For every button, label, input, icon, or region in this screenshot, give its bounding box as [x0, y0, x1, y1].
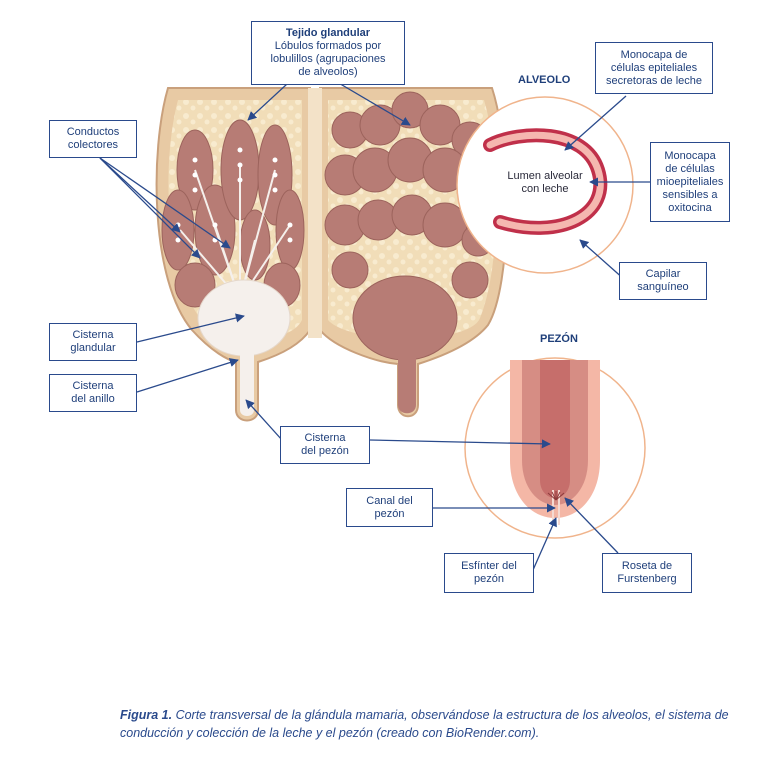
right-glandular-lobes	[324, 91, 495, 299]
nipple-inset	[464, 357, 646, 539]
label-monocapa-epiteliales: Monocapa de células epiteliales secretor…	[595, 42, 713, 94]
right-gland-cistern	[352, 275, 458, 361]
label-cisterna-anillo: Cisterna del anillo	[49, 374, 137, 412]
alveolo-heading: ALVEOLO	[518, 74, 571, 86]
figure-caption: Figura 1. Corte transversal de la glándu…	[120, 706, 740, 742]
label-monocapa-mioepiteliales: Monocapa de células mioepiteliales sensi…	[650, 142, 730, 222]
left-alveoli-dots	[175, 147, 293, 243]
label-conductos-colectores: Conductos colectores	[49, 120, 137, 158]
right-teat	[398, 355, 416, 414]
alveolus-inset	[456, 96, 634, 274]
caption-text: Corte transversal de la glándula mamaria…	[120, 708, 729, 740]
label-roseta-furstenberg: Roseta de Furstenberg	[602, 553, 692, 593]
label-cisterna-glandular: Cisterna glandular	[49, 323, 137, 361]
label-cisterna-pezon: Cisterna del pezón	[280, 426, 370, 464]
lumen-alveolar-text: Lumen alveolar con leche	[507, 170, 583, 195]
left-gland-cistern	[197, 279, 291, 357]
leader-lines	[99, 71, 650, 571]
label-tejido-glandular: Tejido glandular Lóbulos formados por lo…	[251, 21, 405, 85]
label-capilar-sanguineo: Capilar sanguíneo	[619, 262, 707, 300]
label-canal-pezon: Canal del pezón	[346, 488, 433, 527]
pezon-heading: PEZÓN	[540, 333, 578, 345]
caption-lead: Figura 1.	[120, 708, 173, 722]
label-esfinter-pezon: Esfínter del pezón	[444, 553, 534, 593]
